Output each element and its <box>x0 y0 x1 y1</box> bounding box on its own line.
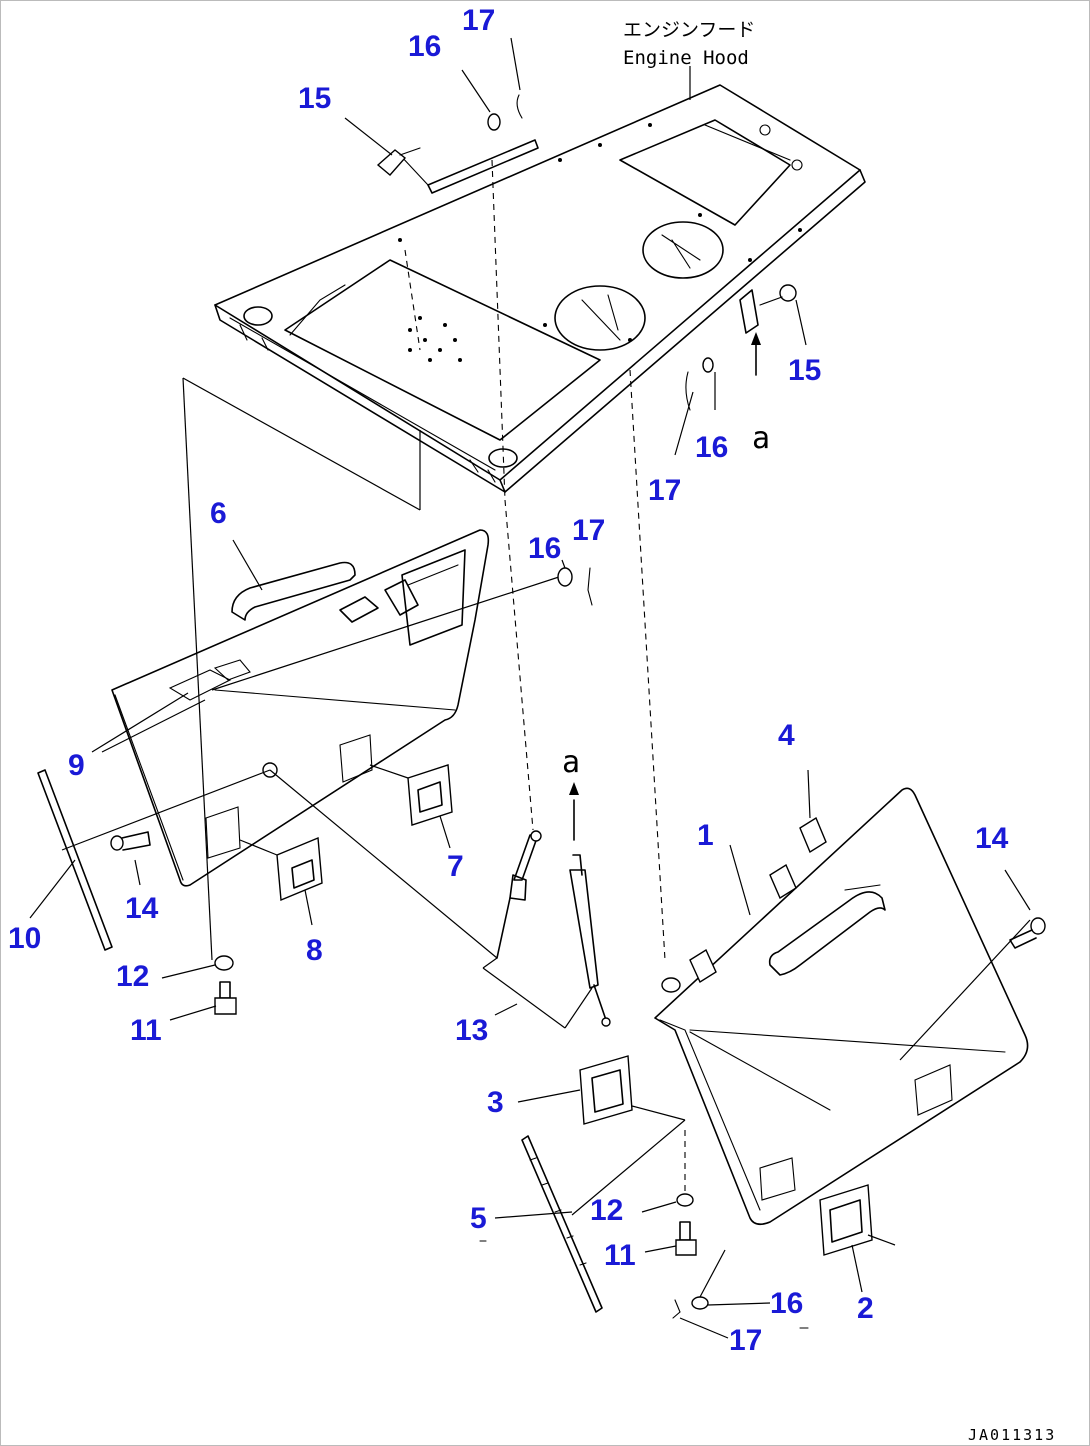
bolt-14-right <box>1009 917 1046 949</box>
callout-12-right: 12 <box>590 1194 623 1227</box>
bolt-15-right <box>759 284 797 306</box>
seal-strip-5 <box>521 1135 603 1313</box>
engine-hood-title-en: Engine Hood <box>623 47 749 69</box>
callout-16-bottom: 16 <box>770 1287 803 1320</box>
callout-13: 13 <box>455 1014 488 1047</box>
callout-7: 7 <box>447 850 464 883</box>
callout-17-top: 17 <box>462 4 495 37</box>
right-side-cover <box>654 787 1029 1226</box>
callout-17-mid: 17 <box>572 514 605 547</box>
callout-5: 5 <box>470 1202 487 1235</box>
callout-11-right: 11 <box>604 1239 636 1272</box>
callout-12-left: 12 <box>116 960 149 993</box>
drawing-code: JA011313 <box>968 1426 1056 1444</box>
bracket-3 <box>579 1055 633 1125</box>
callout-9: 9 <box>68 749 85 782</box>
engine-hood-panel <box>214 84 866 493</box>
bolt-15-top <box>376 147 421 176</box>
bolt-11-left <box>214 981 237 1015</box>
callout-16-right: 16 <box>695 431 728 464</box>
callout-15-right: 15 <box>788 354 821 387</box>
callout-6: 6 <box>210 497 227 530</box>
arrow-ref-a-mid: a <box>562 745 580 780</box>
left-side-cover <box>111 529 490 887</box>
callout-14-left: 14 <box>125 892 159 925</box>
callout-10: 10 <box>8 922 41 955</box>
bolt-14-left <box>110 831 151 851</box>
callout-8: 8 <box>306 934 323 967</box>
callout-1: 1 <box>697 819 714 852</box>
callout-11-left: 11 <box>130 1014 162 1047</box>
latch-2 <box>819 1184 873 1256</box>
arrow-ref-a-top: a <box>752 421 770 456</box>
bolt-11-right <box>675 1221 697 1256</box>
latch-8 <box>276 836 323 902</box>
callout-14-right: 14 <box>975 822 1009 855</box>
callout-17-bottom: 17 <box>729 1324 762 1357</box>
callout-17-right: 17 <box>648 474 681 507</box>
callout-16-top: 16 <box>408 30 441 63</box>
callout-2: 2 <box>857 1292 874 1325</box>
callout-16-mid: 16 <box>528 532 561 565</box>
callout-4: 4 <box>778 719 795 752</box>
callout-15-top: 15 <box>298 82 331 115</box>
engine-hood-title-jp: エンジンフード <box>623 19 755 41</box>
callout-3: 3 <box>487 1086 504 1119</box>
gas-spring-13 <box>496 830 611 1027</box>
latch-7 <box>407 764 453 826</box>
